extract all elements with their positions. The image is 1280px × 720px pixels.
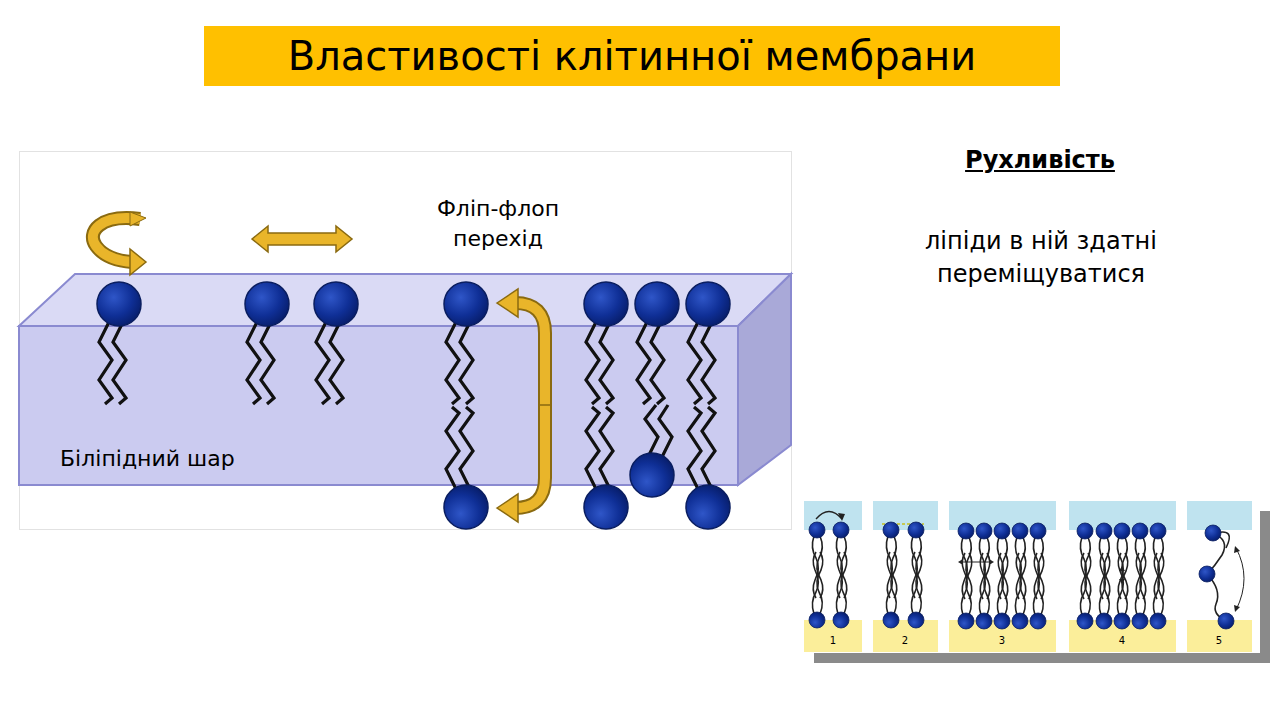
title-banner: Властивості клітинної мембрани <box>204 26 1060 86</box>
slide-title: Властивості клітинної мембрани <box>288 33 976 79</box>
panel-number: 2 <box>895 634 915 648</box>
panel-number: 3 <box>992 634 1012 648</box>
panel-number: 4 <box>1112 634 1132 648</box>
panel-number: 1 <box>823 634 843 648</box>
property-description: ліпіди в ній здатні переміщуватися <box>862 225 1220 291</box>
bilayer-label: Біліпідний шар <box>60 444 320 474</box>
panel-number: 5 <box>1209 634 1229 648</box>
property-heading: Рухливість <box>880 144 1200 176</box>
flip-flop-label: Фліп-флоп перехід <box>418 194 578 254</box>
